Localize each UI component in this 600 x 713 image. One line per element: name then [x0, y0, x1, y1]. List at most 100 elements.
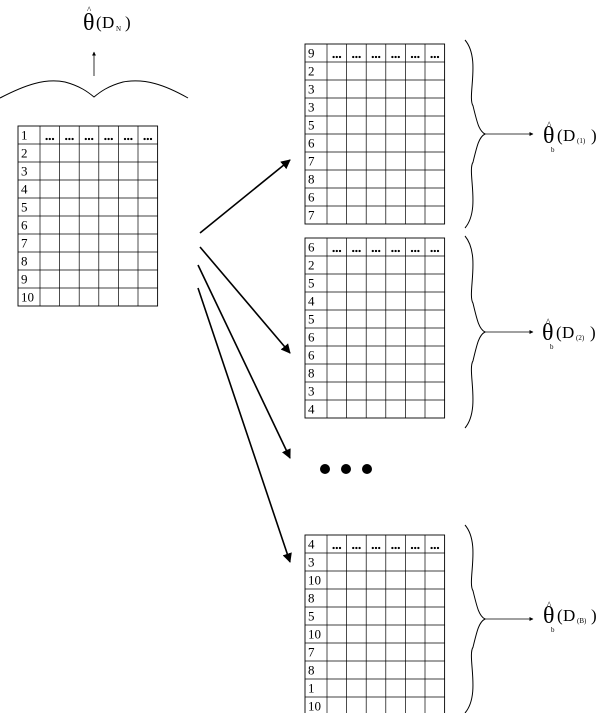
ellipsis-marker — [332, 249, 342, 253]
row-id-cell: 7 — [21, 236, 28, 251]
sample-brace-2 — [464, 235, 534, 429]
ellipsis-marker — [410, 55, 420, 59]
ellipsis-marker — [332, 55, 342, 59]
estimate-open-paren: ( — [557, 606, 563, 625]
row-id-cell: 3 — [308, 555, 315, 570]
row-id-cell: 1 — [308, 681, 315, 696]
curly-brace — [464, 235, 487, 429]
estimate-close-paren: ) — [125, 13, 131, 32]
ellipsis-marker — [123, 137, 133, 141]
ellipsis-marker — [410, 249, 420, 253]
ellipsis-marker — [410, 546, 420, 550]
ellipsis-marker — [84, 137, 94, 141]
row-id-cell: 6 — [308, 240, 315, 255]
theta-glyph: θ — [542, 320, 554, 346]
ellipsis-marker — [65, 137, 74, 141]
ellipsis-marker — [352, 55, 361, 59]
continuation-dots — [320, 464, 372, 474]
ellipsis-marker — [391, 546, 400, 550]
curly-brace — [464, 39, 487, 229]
dataset-subscript: N — [116, 25, 121, 33]
estimate-close-paren: ) — [591, 126, 597, 145]
row-id-cell: 10 — [308, 573, 321, 588]
row-id-cell: 2 — [308, 258, 315, 273]
dataset-label: D — [563, 126, 575, 145]
row-id-cell: 4 — [21, 182, 28, 197]
row-id-cell: 3 — [308, 384, 315, 399]
hat-glyph: ^ — [546, 317, 551, 327]
ellipsis-marker — [371, 249, 381, 253]
estimate-open-paren: ( — [557, 126, 563, 145]
dataset-label: D — [563, 606, 575, 625]
sample-brace-b — [464, 524, 534, 713]
dataset-subscript: (B) — [577, 617, 587, 625]
row-id-cell: 10 — [21, 290, 34, 305]
row-id-cell: 1 — [21, 128, 28, 143]
sample-estimate-2: ^ θ b ( D (2) ) — [542, 317, 596, 351]
row-id-cell: 5 — [308, 276, 315, 291]
row-id-cell: 8 — [308, 591, 315, 606]
resampling-arrows — [197, 159, 292, 563]
row-id-cell: 5 — [308, 609, 315, 624]
b-subscript: b — [551, 146, 555, 154]
row-id-cell: 4 — [308, 402, 315, 417]
row-id-cell: 4 — [308, 294, 315, 309]
row-id-cell: 7 — [308, 154, 315, 169]
row-id-cell: 8 — [308, 366, 315, 381]
estimate-open-paren: ( — [96, 13, 102, 32]
full-data-brace — [0, 80, 189, 99]
sample-brace-1 — [464, 39, 534, 229]
theta-glyph: θ — [543, 603, 555, 629]
dataset-label: D — [562, 323, 574, 342]
row-id-cell: 4 — [308, 537, 315, 552]
dataset-label: D — [102, 13, 114, 32]
row-id-cell: 6 — [308, 190, 315, 205]
hat-glyph: ^ — [547, 600, 552, 610]
ellipsis-marker — [104, 137, 113, 141]
estimate-close-paren: ) — [591, 606, 597, 625]
hat-glyph: ^ — [547, 120, 552, 130]
ellipsis-marker — [391, 55, 400, 59]
row-id-cell: 3 — [308, 100, 315, 115]
theta-glyph: θ — [83, 10, 95, 36]
theta-glyph: θ — [543, 123, 555, 149]
row-id-cell: 3 — [308, 82, 315, 97]
row-id-cell: 5 — [308, 312, 315, 327]
row-id-cell: 6 — [308, 348, 315, 363]
ellipsis-marker — [352, 249, 361, 253]
row-id-cell: 6 — [21, 218, 28, 233]
ellipsis-marker — [430, 249, 440, 253]
row-id-cell: 7 — [308, 208, 315, 223]
ellipsis-marker — [430, 546, 440, 550]
row-id-cell: 5 — [308, 118, 315, 133]
resample-arrow-3 — [197, 264, 291, 459]
row-id-cell: 9 — [21, 272, 28, 287]
b-subscript: b — [551, 626, 555, 634]
row-id-cell: 2 — [308, 64, 315, 79]
row-id-cell: 10 — [308, 627, 321, 642]
ellipsis-marker — [391, 249, 400, 253]
estimate-close-paren: ) — [590, 323, 596, 342]
row-id-cell: 7 — [308, 645, 315, 660]
dataset-subscript: (2) — [576, 334, 585, 342]
sample-estimate-b: ^ θ b ( D (B) ) — [543, 600, 597, 634]
full-data-estimate: ^ θ ( D N ) — [83, 5, 131, 36]
row-id-cell: 5 — [21, 200, 28, 215]
row-id-cell: 10 — [308, 699, 321, 713]
ellipsis-marker — [332, 546, 342, 550]
ellipsis-marker — [143, 137, 153, 141]
resample-arrow-2 — [199, 246, 291, 354]
bootstrap-sample-table-b: 4 3 10 8 5 10 7 8 1 10 — [304, 534, 446, 713]
ellipsis-marker — [352, 546, 361, 550]
sample-estimate-1: ^ θ b ( D (1) ) — [543, 120, 597, 154]
ellipsis-marker — [45, 137, 55, 141]
dataset-subscript: (1) — [577, 137, 586, 145]
ellipsis-marker — [371, 55, 381, 59]
hat-glyph: ^ — [87, 5, 92, 15]
row-id-cell: 8 — [308, 663, 315, 678]
resample-arrow-1 — [199, 159, 291, 234]
ellipsis-marker — [430, 55, 440, 59]
row-id-cell: 8 — [308, 172, 315, 187]
